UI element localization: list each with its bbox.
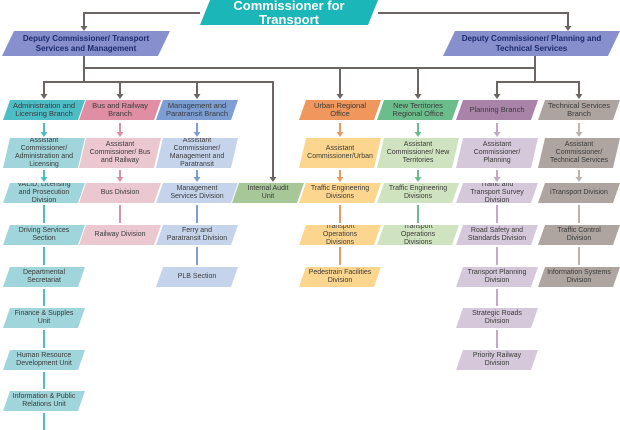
planning-unit-box: Traffic and Transport Survey Division	[456, 183, 538, 203]
mgmt-branch-header: Management and Paratransit Branch	[156, 100, 238, 120]
admin-branch-header: Administration and Licensing Branch	[3, 100, 85, 120]
arrowhead-icon	[564, 26, 572, 31]
arrowhead-icon	[40, 132, 48, 137]
arrowhead-icon	[414, 94, 422, 99]
nt-assistant-commissioner-box: Assistant Commissioner/ New Territories	[377, 138, 459, 168]
admin-unit-box: Human Resource Development Unit	[3, 350, 85, 370]
arrowhead-icon	[336, 177, 344, 182]
bus-branch-header: Bus and Railway Branch	[79, 100, 161, 120]
deputy-planning-technical-box: Deputy Commissioner/ Planning and Techni…	[443, 31, 620, 56]
arrowhead-icon	[193, 132, 201, 137]
mgmt-unit-box: Ferry and Paratransit Division	[156, 225, 238, 245]
arrowhead-icon	[116, 94, 124, 99]
arrowhead-icon	[575, 177, 583, 182]
mgmt-unit-box: PLB Section	[156, 267, 238, 287]
mgmt-unit-box: Management Services Division	[156, 183, 238, 203]
arrowhead-icon	[414, 132, 422, 137]
nt-unit-box: Traffic Engineering Divisions	[377, 183, 459, 203]
tech-unit-box: iTransport Division	[538, 183, 620, 203]
arrowhead-icon	[193, 177, 201, 182]
arrowhead-icon	[575, 132, 583, 137]
arrowhead-icon	[493, 177, 501, 182]
planning-branch-header: Planning Branch	[456, 100, 538, 120]
admin-unit-box: Information & Public Relations Unit	[3, 391, 85, 411]
nt-branch-header: New Territories Regional Office	[377, 100, 459, 120]
tech-unit-box: Traffic Control Division	[538, 225, 620, 245]
arrowhead-icon	[193, 94, 201, 99]
admin-unit-box: Departmental Secretariat	[3, 267, 85, 287]
arrowhead-icon	[414, 177, 422, 182]
urban-branch-header: Urban Regional Office	[299, 100, 381, 120]
arrowhead-icon	[40, 94, 48, 99]
admin-unit-box: Finance & Supples Unit	[3, 308, 85, 328]
tech-unit-box: Information Systems Division	[538, 267, 620, 287]
planning-unit-box: Transport Planning Division	[456, 267, 538, 287]
deputy-transport-services-box: Deputy Commissioner/ Transport Services …	[2, 31, 170, 56]
tech-branch-header: Technical Services Branch	[538, 100, 620, 120]
commissioner-box: Commissioner for Transport	[200, 0, 378, 25]
arrowhead-icon	[116, 177, 124, 182]
urban-unit-box: Traffic Engineering Divisions	[299, 183, 381, 203]
tech-assistant-commissioner-box: Assistant Commissioner/ Technical Servic…	[538, 138, 620, 168]
arrowhead-icon	[336, 132, 344, 137]
arrowhead-icon	[40, 177, 48, 182]
arrowhead-icon	[116, 132, 124, 137]
planning-unit-box: Road Safety and Standards Division	[456, 225, 538, 245]
admin-unit-box: VALID, Licensing and Prosecution Divisio…	[3, 183, 85, 203]
bus-unit-box: Bus Division	[79, 183, 161, 203]
mgmt-assistant-commissioner-box: Assistant Commissioner/ Management and P…	[156, 138, 238, 168]
admin-unit-box: Driving Services Section	[3, 225, 85, 245]
arrowhead-icon	[80, 26, 88, 31]
urban-unit-box: Pedestrain Facilities Division	[299, 267, 381, 287]
urban-unit-box: Transport Operations Divisions	[299, 225, 381, 245]
planning-unit-box: Priority Railway Division	[456, 350, 538, 370]
arrowhead-icon	[336, 94, 344, 99]
nt-unit-box: Transport Operations Divisions	[377, 225, 459, 245]
planning-unit-box: Strategic Roads Division	[456, 308, 538, 328]
urban-assistant-commissioner-box: Assistant Commissioner/Urban	[299, 138, 381, 168]
arrowhead-icon	[493, 94, 501, 99]
arrowhead-icon	[493, 132, 501, 137]
bus-assistant-commissioner-box: Assistant Commissioner/ Bus and Railway	[79, 138, 161, 168]
internal-audit-unit-box: Internal Audit Unit	[232, 183, 304, 203]
arrowhead-icon	[575, 94, 583, 99]
planning-assistant-commissioner-box: Assistant Commissioner/ Planning	[456, 138, 538, 168]
admin-assistant-commissioner-box: Assistant Commissioner/ Administration a…	[3, 138, 85, 168]
arrowhead-icon	[269, 177, 277, 182]
bus-unit-box: Railway Division	[79, 225, 161, 245]
